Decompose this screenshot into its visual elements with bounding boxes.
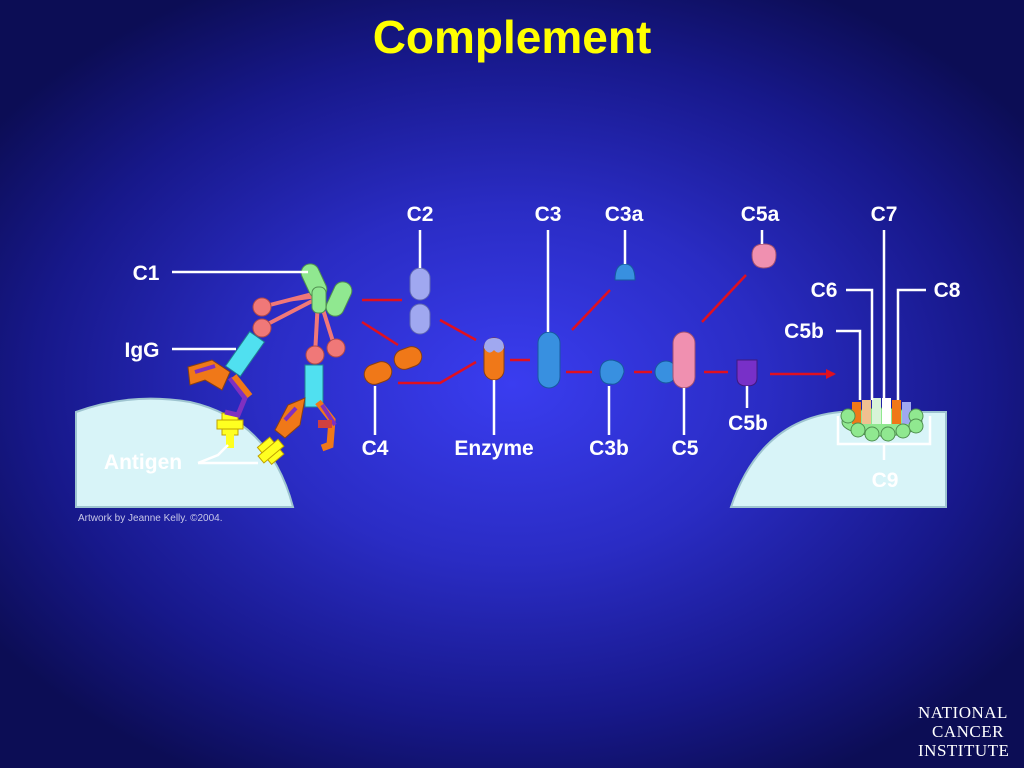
label-c3a: C3a <box>605 203 644 226</box>
label-c5b-mid: C5b <box>728 412 768 435</box>
page-title: Complement <box>372 11 652 63</box>
logo-line-3: Institute <box>918 741 1010 760</box>
c4-molecule <box>363 346 423 385</box>
label-c5a: C5a <box>741 203 780 226</box>
label-c3: C3 <box>535 203 562 226</box>
label-c5b-top: C5b <box>784 320 824 343</box>
label-c7: C7 <box>871 203 898 226</box>
igg-antibody-1 <box>187 330 266 418</box>
label-igg: IgG <box>125 339 160 362</box>
c5b-fragment <box>736 359 758 387</box>
antigen-1 <box>216 412 244 448</box>
reaction-arrows <box>361 274 836 385</box>
leader-lines <box>172 230 932 465</box>
c1-complex <box>252 263 353 365</box>
label-enzyme: Enzyme <box>454 437 533 460</box>
logo-line-2: Cancer <box>932 722 1004 741</box>
label-c4: C4 <box>362 437 389 460</box>
label-c2: C2 <box>407 203 434 226</box>
igg-antibody-2 <box>274 364 337 452</box>
nci-logo: National Cancer Institute <box>918 703 1022 765</box>
c3a-fragment <box>614 263 636 281</box>
enzyme-molecule <box>483 337 505 381</box>
c5-molecule <box>654 331 696 389</box>
label-c8: C8 <box>934 279 961 302</box>
artwork-credit: Artwork by Jeanne Kelly. ©2004. <box>78 513 223 524</box>
c5a-fragment <box>751 243 777 269</box>
membrane-attack-complex <box>840 398 924 442</box>
label-c1: C1 <box>133 262 160 285</box>
c3b-fragment <box>599 359 625 385</box>
label-c6: C6 <box>811 279 838 302</box>
label-antigen: Antigen <box>104 451 182 474</box>
logo-line-1: National <box>918 703 1008 722</box>
c2-molecule <box>409 267 431 335</box>
label-c3b: C3b <box>589 437 629 460</box>
label-c5: C5 <box>672 437 699 460</box>
antigen-2 <box>256 436 285 466</box>
c3-molecule <box>537 331 561 389</box>
label-c9: C9 <box>872 469 899 492</box>
